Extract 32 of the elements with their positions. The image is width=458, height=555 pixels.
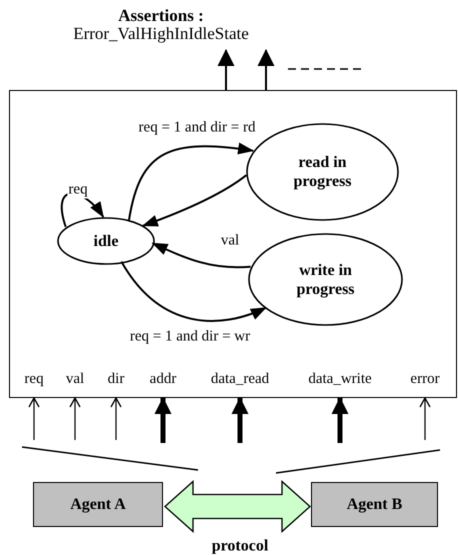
signal-name: data_write <box>308 371 372 388</box>
signal-name: dir <box>108 371 124 388</box>
monitor-box <box>9 90 457 398</box>
signal-arrow <box>110 397 122 440</box>
signal-name: val <box>66 371 84 388</box>
signal-name: data_read <box>210 371 270 388</box>
signal-arrow <box>69 397 81 440</box>
arrow <box>258 49 274 90</box>
arrow <box>152 242 251 268</box>
agent-box: Agent A <box>33 482 163 527</box>
state-ellipse: idle <box>57 217 155 265</box>
signal-arrow <box>419 397 431 440</box>
signal-name: error <box>410 371 440 388</box>
signal-arrow <box>28 397 40 440</box>
state-ellipse: write in progress <box>248 233 403 326</box>
assertions-heading: Assertions : <box>118 7 204 25</box>
agent-box: Agent B <box>311 482 438 527</box>
self-loop-arrow <box>60 192 104 228</box>
bus-arrow <box>332 397 348 443</box>
signal-name: req <box>24 371 44 388</box>
arrow <box>142 174 247 227</box>
edge-label: protocol <box>212 538 268 554</box>
edge-label: req = 1 and dir = rd <box>138 120 256 136</box>
assertion-name: Error_ValHighInIdleState <box>73 25 249 43</box>
arrow <box>128 142 254 220</box>
arrow <box>120 261 267 322</box>
bus-arrow <box>232 397 248 443</box>
double-arrow <box>164 480 311 533</box>
edge-label: req = 1 and dir = wr <box>128 328 252 346</box>
bus-arrow <box>154 397 172 443</box>
arrow <box>218 49 234 90</box>
signal-name: addr <box>150 371 176 388</box>
